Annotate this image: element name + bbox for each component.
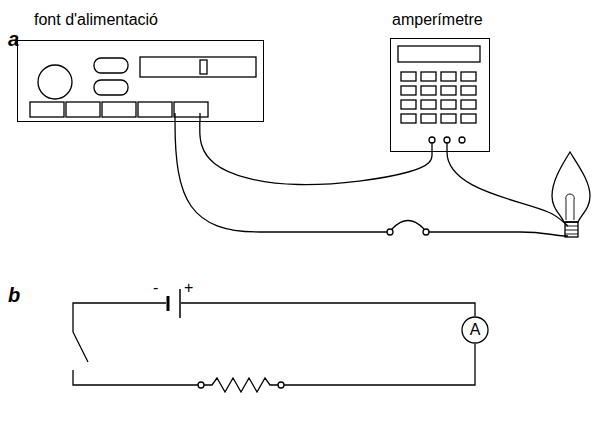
wire [199, 113, 200, 122]
bulb-thread [565, 234, 578, 235]
key [401, 86, 416, 95]
ammeter-symbol: A [461, 316, 489, 344]
battery-positive-plate [179, 289, 181, 318]
key [441, 86, 456, 95]
filament [566, 194, 574, 220]
meter-display [398, 46, 480, 62]
wire [447, 143, 568, 226]
key [421, 114, 436, 123]
resistor-terminal [198, 382, 204, 388]
key [421, 86, 436, 95]
terminal-slot [102, 102, 136, 117]
switch-contact [423, 229, 429, 235]
wire [284, 344, 475, 385]
wire [181, 303, 475, 316]
key [441, 114, 456, 123]
device-label: amperímetre [392, 11, 483, 29]
key [401, 100, 416, 109]
key [461, 100, 476, 109]
switch-symbol [73, 332, 88, 362]
key [421, 100, 436, 109]
wire [429, 232, 568, 236]
key [401, 72, 416, 81]
key [461, 114, 476, 123]
button [94, 80, 128, 95]
polarity-sign: + [184, 279, 193, 297]
ammeter-device: amperímetre [390, 38, 490, 152]
power-supply: font d'alimentació [17, 40, 264, 122]
panel-letter: a [8, 28, 19, 51]
key [461, 72, 476, 81]
key [441, 100, 456, 109]
switch-lever [392, 221, 424, 230]
key [441, 72, 456, 81]
button [94, 58, 128, 73]
wire [175, 113, 387, 232]
terminal [444, 137, 450, 143]
terminal-slot [66, 102, 100, 117]
display [140, 57, 256, 77]
bulb-glass [552, 152, 590, 222]
terminal-slot [30, 102, 64, 117]
panel-letter: b [8, 284, 20, 307]
terminal-row [30, 102, 208, 117]
key [401, 114, 416, 123]
resistor-symbol [204, 378, 278, 392]
bulb-thread [565, 230, 578, 231]
battery-negative-plate [167, 296, 170, 311]
terminal [429, 137, 435, 143]
terminal-slot [138, 102, 172, 117]
wire [73, 370, 198, 385]
key [421, 72, 436, 81]
terminal-slot [174, 102, 208, 117]
wire [73, 303, 166, 332]
wire [200, 122, 432, 185]
device-label: font d'alimentació [34, 11, 158, 29]
keypad [401, 72, 476, 123]
wire [431, 143, 432, 152]
switch-contact [387, 229, 393, 235]
terminal [459, 137, 465, 143]
ammeter-letter: A [461, 316, 489, 344]
bulb-base [565, 222, 578, 237]
display-marker [200, 60, 207, 74]
bulb-thread [565, 226, 578, 227]
resistor-terminal [278, 382, 284, 388]
knob [38, 65, 72, 99]
polarity-sign: - [153, 279, 158, 297]
key [461, 86, 476, 95]
